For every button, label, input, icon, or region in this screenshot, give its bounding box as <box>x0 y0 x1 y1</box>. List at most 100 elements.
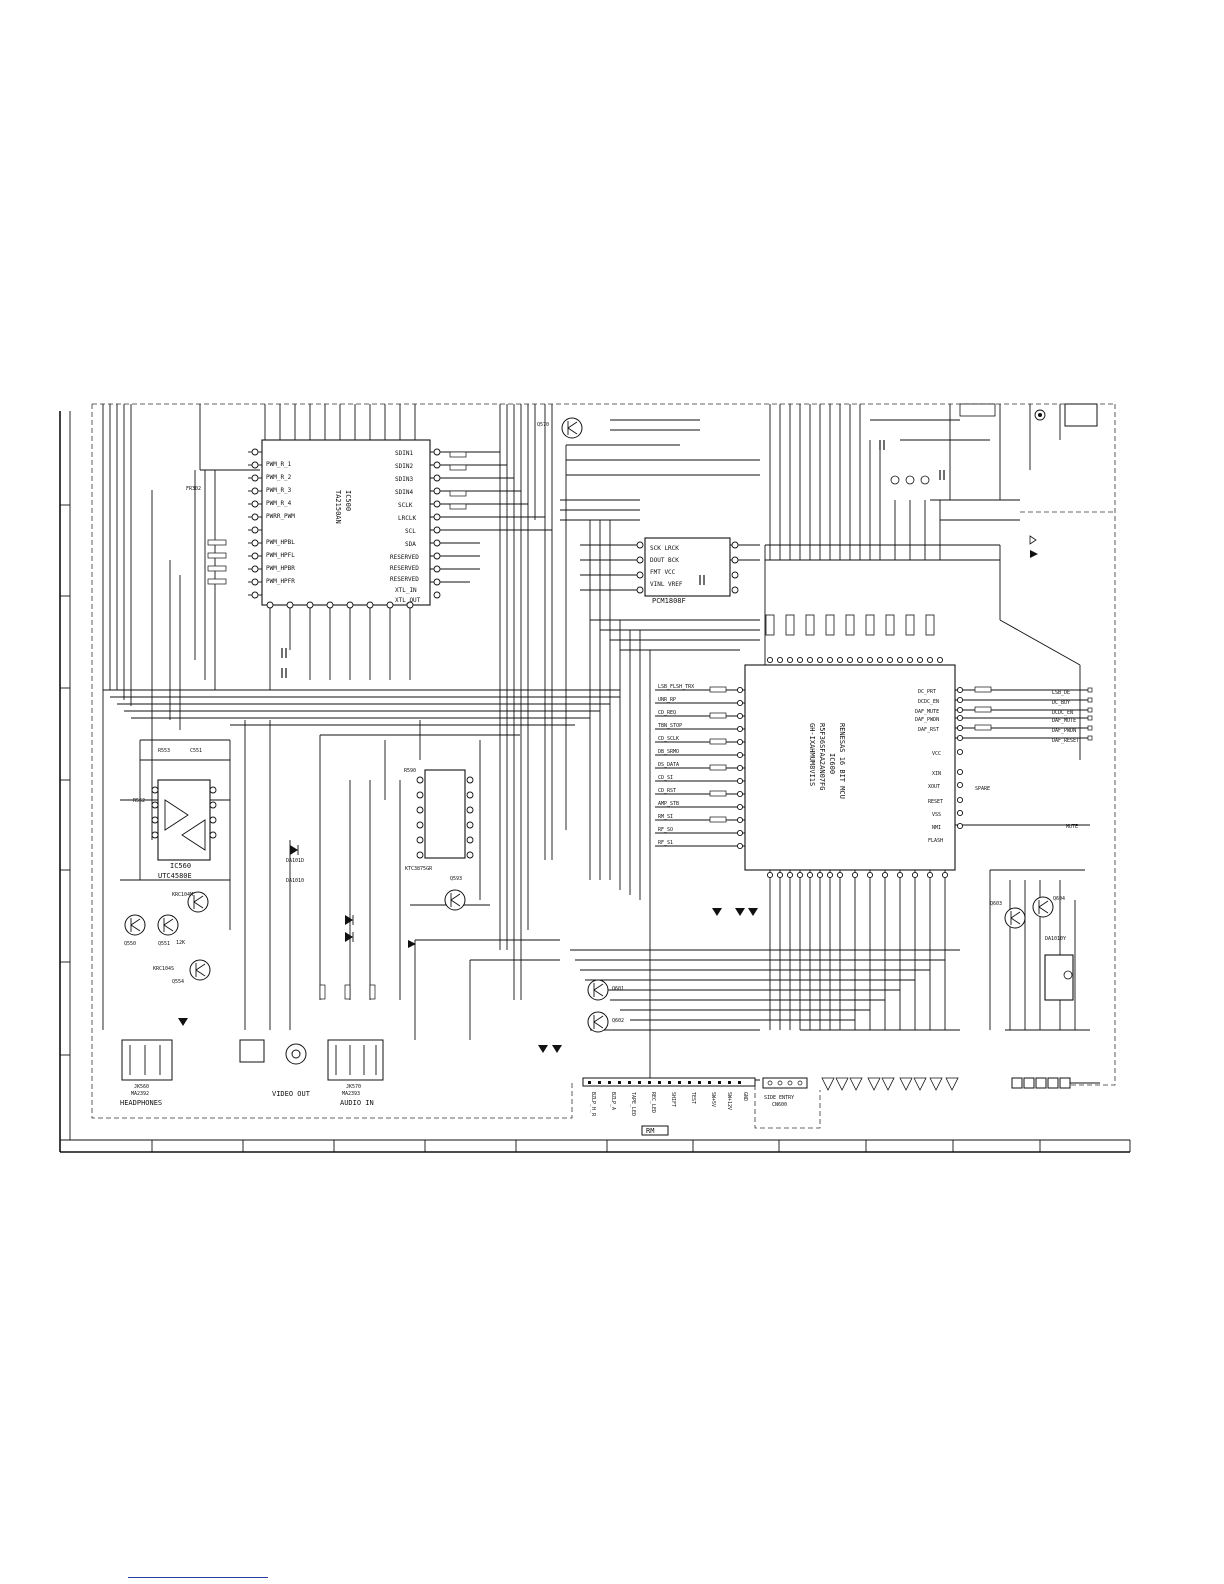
signal-flags <box>821 1077 959 1091</box>
mcu-right-pins <box>956 686 964 830</box>
ic500-pin-label: RESERVED <box>390 565 419 572</box>
connector-signal: TAPE_LED <box>630 1092 636 1116</box>
ic600-mcu: LSB_FLSH_TRX UNR_RP CD_REQ TBN_STOP CD_S… <box>658 614 964 879</box>
ref-label: MUTE <box>1066 824 1078 830</box>
jack-jk571-video-out: VIDEO OUT <box>239 1039 311 1098</box>
transistor-label: Q570 <box>537 422 549 428</box>
connector-signal: SW+5V <box>710 1092 716 1107</box>
mcu-right-signal: VCC <box>932 751 941 757</box>
mcu-name-line: R5F36SFAA2AN07FG <box>818 723 826 790</box>
side-entry-name: SIDE ENTRY <box>764 1095 794 1101</box>
ref-label: R553 <box>158 748 170 754</box>
ic500-pin-label: SDIN2 <box>395 463 413 470</box>
mcu-bottom-pins <box>766 871 949 879</box>
ic500-pin-label: PWM_R_1 <box>266 461 292 468</box>
ref-label: SPARE <box>975 786 990 792</box>
jack-jk570-audio-in: JK570 MA2393 AUDIO IN <box>327 1039 384 1107</box>
ic500-pin-label: PWM_HPFR <box>266 578 295 585</box>
side-entry-ref: CN600 <box>772 1102 787 1108</box>
mcu-left-signal: LSB_FLSH_TRX <box>658 684 694 690</box>
jack-part: MA2393 <box>342 1091 360 1097</box>
mcu-right-signal: XOUT <box>928 784 940 790</box>
transistor-label: Q602 <box>612 1018 624 1024</box>
jack-name: VIDEO OUT <box>272 1090 311 1098</box>
ic500-pin-label: PWRR_PWM <box>266 513 295 520</box>
ic501-pin: FMT VCC <box>650 569 676 576</box>
mcu-left-signal: TBN_STOP <box>658 723 682 729</box>
ic500-pin-label: SCL <box>405 528 416 535</box>
mcu-left-signal: RM_SI <box>658 814 673 820</box>
title-block-box <box>641 1125 669 1136</box>
ic501-pin: VINL VREF <box>650 581 683 588</box>
ic500-pin-label: RESERVED <box>390 576 419 583</box>
jack-name: AUDIO IN <box>340 1099 374 1107</box>
mcu-left-signal: AMP_STB <box>658 801 679 807</box>
connector-signal: SHIFT <box>670 1092 676 1107</box>
ic560-part: UTC4580E <box>158 872 192 880</box>
mcu-left-signal: CD_RST <box>658 788 676 794</box>
transistor-q570: Q570 <box>537 417 583 439</box>
transistor-q603: Q603 <box>990 901 1026 929</box>
transistor-label: Q601 <box>612 986 624 992</box>
footer-link-underline[interactable] <box>128 1577 268 1578</box>
transistor-label: Q550 <box>124 941 136 947</box>
mcu-right-signal: DAF_RST <box>918 727 939 733</box>
ic500-bottom-pins <box>266 601 414 609</box>
connector-signal: GND <box>742 1092 748 1101</box>
side-entry-connector: SIDE ENTRY CN600 <box>762 1077 808 1108</box>
mcu-left-pins <box>736 686 744 850</box>
transistor-label: Q551 <box>158 941 170 947</box>
drawing-frame <box>59 403 1131 1153</box>
ic500-pin-label: SDA <box>405 541 416 548</box>
bus-label: DCDC_EN <box>1052 710 1073 716</box>
transistor-q554: KRC104S Q554 <box>153 959 211 985</box>
bottom-connector: BZLP_H_R BZLP_A TAPE_LED REC_LED SHIFT T… <box>582 1077 756 1117</box>
diode-label: DA1010 <box>286 878 304 884</box>
mcu-top-pins <box>766 656 944 664</box>
bus-label: DC_BUY <box>1052 700 1070 706</box>
mcu-left-signal: DS_DATA <box>658 762 679 768</box>
mcu-right-signal: DC_PRT <box>918 689 936 695</box>
ic500-pin-label: LRCLK <box>398 515 416 522</box>
bus-label: DAF_RESET <box>1052 738 1079 744</box>
ref-label: 12K <box>176 940 185 946</box>
bus-label: DAF_PWDN <box>1052 728 1076 734</box>
connector-signal: TEST <box>690 1092 696 1104</box>
mcu-left-signal: UNR_RP <box>658 697 676 703</box>
transistor-q552: KRC104M <box>172 891 209 913</box>
bus-label: LSB_DE <box>1052 690 1070 696</box>
connector-signal: REC_LED <box>650 1092 656 1113</box>
jack-jk560-headphones: JK560 MA2392 HEADPHONES <box>120 1039 173 1107</box>
ic500-pin-label: XTL_IN <box>395 587 417 594</box>
ic501-pin: DOUT BCK <box>650 557 679 564</box>
ref-label: C551 <box>190 748 202 754</box>
top-right-components <box>890 403 1098 485</box>
ic500-pin-label: PWM_R_3 <box>266 487 292 494</box>
ic560-ref: IC560 <box>170 862 191 870</box>
ic500-pin-label: PWM_R_4 <box>266 500 292 507</box>
right-terminals <box>1011 1077 1100 1089</box>
connector-signal: BZLP_H_R <box>590 1092 596 1117</box>
jack-ref: JK560 <box>134 1084 149 1090</box>
ic500-pin-label: PWM_R_2 <box>266 474 292 481</box>
mcu-name-line: RENESAS 16 BIT MCU <box>838 723 846 799</box>
wire-bundles <box>102 404 1090 1081</box>
transistor-q593: Q593 KTC3875GR <box>405 866 466 911</box>
transistor-label: Q604 <box>1053 896 1065 902</box>
mcu-name-line: IC600 <box>828 753 836 774</box>
mcu-left-signal: CD_REQ <box>658 710 676 716</box>
mcu-right-signal: VSS <box>932 812 941 818</box>
transistor-part: KRC104S <box>153 966 174 972</box>
ic500-pin-label: XTL_OUT <box>395 597 421 604</box>
mcu-right-signal: DAF_PWDN <box>915 717 939 723</box>
audio-switch-ic <box>416 769 474 859</box>
transistor-label: Q593 <box>450 876 462 882</box>
diode-label: DA1010Y <box>1045 936 1066 942</box>
ic500-left-pins <box>248 448 262 599</box>
ic500-pin-label: SDIN1 <box>395 450 413 457</box>
ref-label: FR302 <box>186 486 201 492</box>
title-block-ref: RM <box>646 1127 654 1135</box>
mcu-right-signal: FLASH <box>928 838 943 844</box>
transistor-label: Q554 <box>172 979 184 985</box>
